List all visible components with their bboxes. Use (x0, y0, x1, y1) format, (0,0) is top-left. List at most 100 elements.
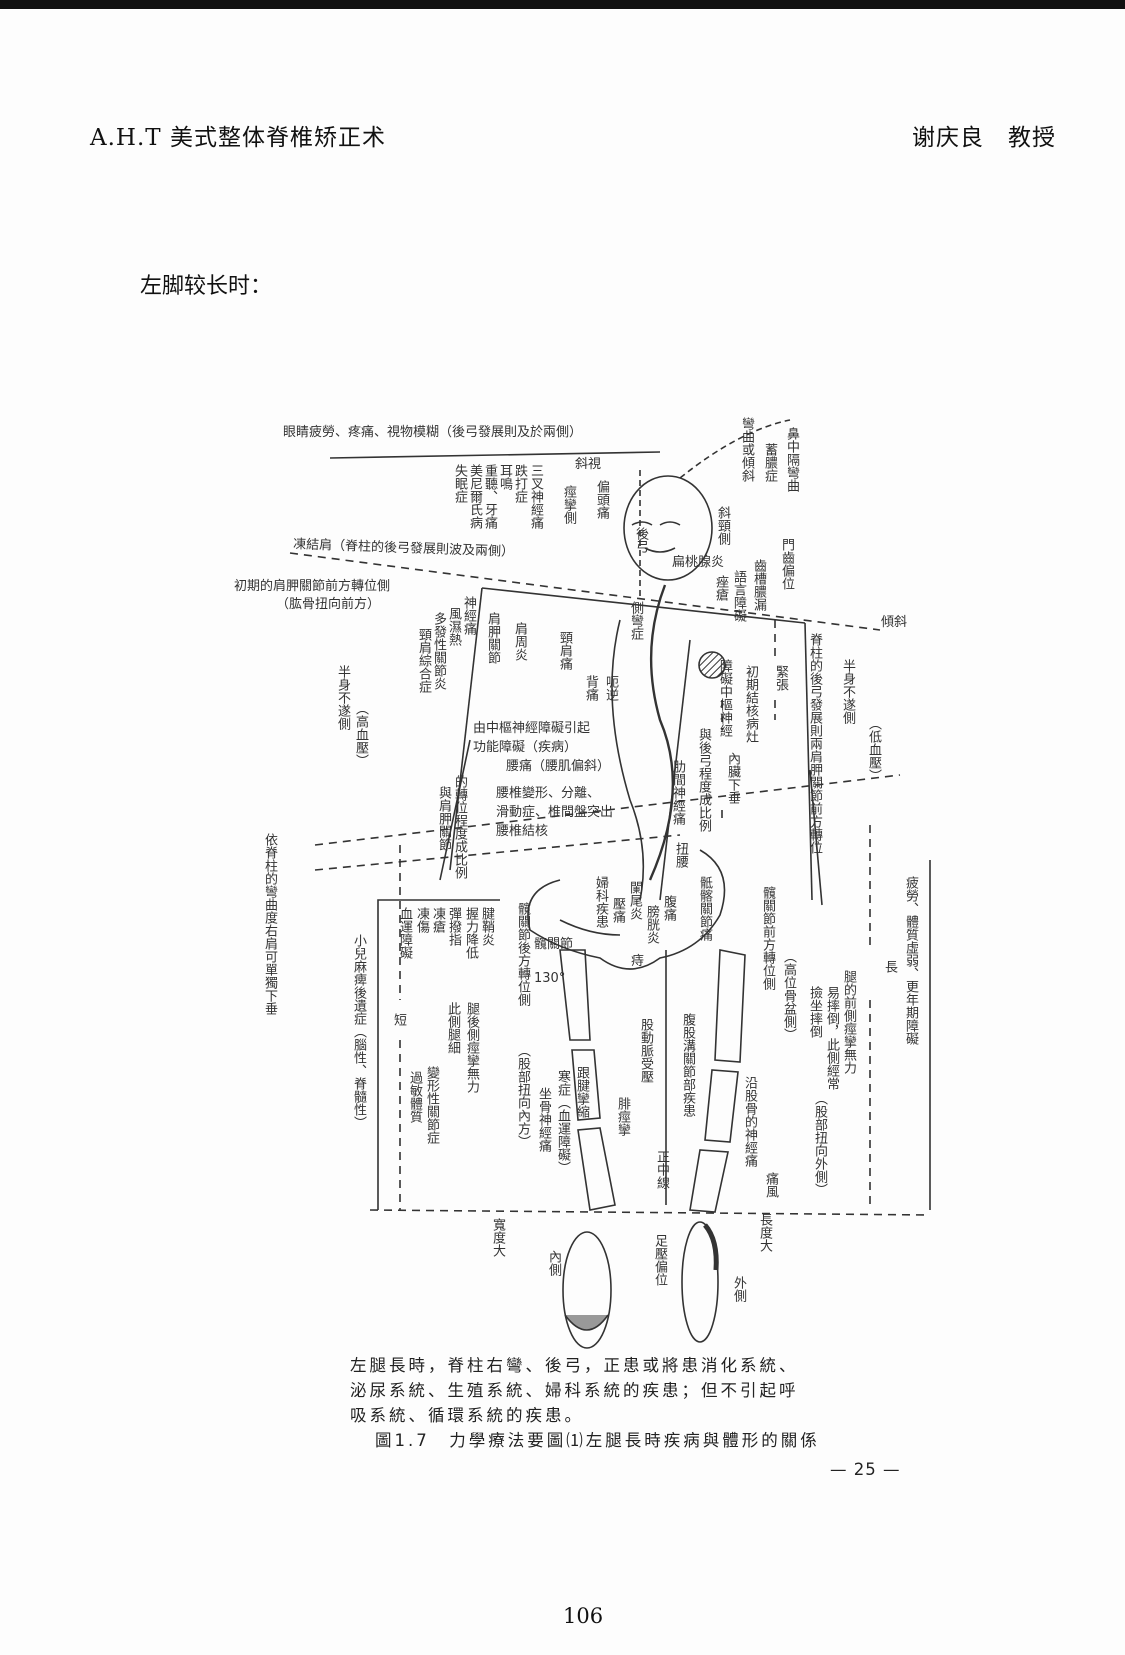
diagram-label-sinus: 蓄膿症 (762, 443, 777, 482)
diagram-label-hypo: （低血壓） (866, 717, 881, 782)
diagram-label-c6: 腱鞘炎 (479, 907, 494, 946)
diagram-label-tender: 壓痛 (610, 897, 625, 923)
diagram-label-sciatic: 坐骨神經痛 (536, 1087, 551, 1152)
diagram-label-femnerve: 沿股骨的神經痛 (742, 1076, 757, 1167)
diagram-label-spasm: 痙攣側 (561, 485, 576, 524)
feet (562, 1221, 719, 1349)
diagram-label-hiccup: 呃逆 (603, 675, 618, 701)
diagram-label-inward: （股部扭向內方） (515, 1044, 530, 1148)
diagram-label-tonsil: 扁桃腺炎 (672, 555, 725, 570)
diagram-label-hem: 痔 (631, 954, 645, 969)
diagram-label-migr: 偏頭痛 (594, 480, 609, 519)
diagram-label-outer: 外側 (731, 1276, 746, 1302)
diagram-label-propR: 與後弓程度成比例 (696, 728, 711, 832)
diagram-label-hyper: （高血壓） (353, 702, 368, 767)
diagram-label-neural: 神經痛 (461, 596, 476, 635)
diagram-label-long: 長 (882, 960, 897, 973)
diagram-label-tb: 初期結核病灶 (743, 665, 758, 743)
diagram-label-hipfront: 髖關節前方轉位側 (760, 886, 775, 990)
diagram-label-outward: （股部扭向外側） (812, 1092, 827, 1196)
diagram-label-calf: 腓痙攣 (615, 1097, 630, 1136)
diagram-label-abd: 腹痛 (661, 895, 676, 921)
diagram-label-cervsyn: 頸肩綜合症 (416, 628, 431, 693)
dashed-guides (289, 552, 931, 1216)
diagram-label-pyorr: 齒槽膿漏 (751, 559, 766, 611)
diagram-label-fatigue: 疲勞、體質虛弱、更年期障礙 (903, 876, 918, 1045)
diagram-label-gout: 痛風 (763, 1172, 778, 1198)
diagram-label-gyn: 婦科疾患 (593, 876, 608, 928)
head (623, 419, 791, 600)
figure-caption-title: 圖1.7 力學療法要圖⑴左腿長時疾病與體形的關係 (375, 1431, 820, 1450)
diagram-label-strab: 斜視 (575, 457, 602, 472)
diagram-label-early1: 初期的肩胛關節前方轉位側 (234, 579, 391, 594)
diagram-label-cns3: 腰痛（腰肌偏斜） (506, 759, 611, 774)
diagram-label-meniere: 美尼爾氏病 (467, 464, 482, 529)
diagram-label-femart: 股動脈受壓 (638, 1018, 653, 1083)
diagram-label-c4: 彈撥指 (446, 907, 461, 946)
diagram-label-c2: 凍傷 (414, 907, 429, 933)
diagram-label-hemiR: 半身不遂側 (840, 659, 855, 724)
solid-guides (329, 451, 931, 1210)
diagram-label-footp: 足壓偏位 (652, 1234, 667, 1286)
caption-line: 吸系統、循環系統的疾患。 (350, 1406, 584, 1425)
diagram-label-early2: （肱骨扭向前方） (276, 597, 381, 612)
diagram-label-trigem: 三叉神經痛 (528, 464, 543, 529)
diagram-label-cold: 寒症（血運障礙） (555, 1070, 570, 1174)
diagram-label-neckpain: 頸肩痛 (557, 631, 572, 670)
diagram-label-hipj: 髖關節 (534, 937, 574, 952)
caption-line: 泌尿系統、生殖系統、婦科系統的疾患；但不引起呼 (350, 1381, 799, 1400)
diagram-label-lumb3: 腰椎結核 (496, 824, 549, 839)
diagram-label-c3: 凍瘡 (430, 907, 445, 933)
diagram-label-bend: 彎曲或傾斜 (739, 417, 754, 482)
diagram-label-nose: 鼻中隔彎曲 (784, 427, 799, 492)
diagram-label-back: 背痛 (583, 675, 598, 701)
caption-line: 左腿長時，脊柱右彎、後弓，正患或將患消化系統、 (350, 1356, 799, 1375)
diagram-label-periarth: 肩周炎 (512, 622, 527, 661)
diagram-label-bothsh: 脊柱的後弓發展則兩肩胛關節前方轉位 (807, 633, 822, 854)
diagram-label-tilt: 傾斜 (881, 615, 908, 630)
diagram-label-prop1: 的轉位程度成比例 (452, 775, 467, 879)
diagram-label-lenbig: 長度大 (757, 1213, 772, 1252)
scan-edge-bar (0, 0, 1125, 9)
pelvis (527, 849, 726, 970)
diagram-label-short: 短 (391, 1013, 406, 1026)
diagram-label-deaf: 重聽、牙痛 (482, 464, 497, 529)
diagram-label-fall: 跌打症 (512, 464, 527, 503)
diagram-label-c5: 握力降低 (463, 907, 478, 959)
diagram-label-kypho: 後弓 (633, 527, 648, 553)
diagram-label-lumb2: 滑動症、椎間盤突出 (496, 805, 614, 820)
diagram-label-sacro: 骶髂關節痛 (697, 876, 712, 941)
diagram-label-rshoulder: 依脊柱的彎曲度右肩可單獨下垂 (262, 833, 277, 1015)
diagram-label-append: 闌尾炎 (627, 881, 642, 920)
diagram-label-cns1: 由中樞神經障礙引起 (473, 721, 591, 736)
header-author: 谢庆良 教授 (912, 125, 1056, 151)
diagram-label-cnsR: 障礙中樞神經 (717, 659, 732, 737)
diagram-label-eye: 眼睛疲勞、疼痛、視物模糊（後弓發展則及於兩側） (283, 425, 583, 440)
diagram-label-cns2: 功能障礙（疾病） (473, 740, 578, 755)
diagram-label-insom: 失眠症 (452, 464, 467, 503)
diagram-label-polyar: 多發性關節炎 (431, 612, 446, 690)
diagram-label-deg: 130° (534, 971, 566, 986)
diagram-label-front3: 撿坐摔倒 (807, 986, 822, 1038)
page-number: 106 (563, 1604, 604, 1628)
diagram-label-osteo: 變形性關節症 (424, 1066, 439, 1144)
torso-outline (439, 584, 823, 906)
source-page-number: — 25 — (830, 1460, 901, 1479)
diagram-label-cyst: 膀胱炎 (644, 905, 659, 944)
diagram-label-allergy: 過敏體質 (407, 1071, 422, 1123)
diagram-label-highpelv: （高位骨盆側） (781, 950, 796, 1041)
diagram-label-midline: 正中線 (654, 1150, 669, 1189)
diagram-label-scol: 側彎症 (628, 601, 643, 640)
diagram-label-twist: 扭腰 (673, 842, 688, 868)
diagram-label-wide: 寬度大 (490, 1218, 505, 1257)
diagram-label-acne: 痤瘡 (713, 575, 728, 601)
diagram-label-thin: 此側腿細 (445, 1002, 460, 1054)
diagram-label-polio: 小兒麻痺後遺症（腦性、脊髓性） (351, 934, 366, 1129)
diagram-label-achil: 跟腱攣縮 (574, 1066, 589, 1118)
diagram-label-legspasm: 腿後側痙攣無力 (464, 1002, 479, 1093)
diagram-label-hipback: 髖關節後方轉位側 (515, 902, 530, 1006)
diagram-label-speech: 語言障礙 (731, 570, 746, 622)
diagram-label-front1: 腿的前側痙攣無力 (841, 970, 856, 1074)
